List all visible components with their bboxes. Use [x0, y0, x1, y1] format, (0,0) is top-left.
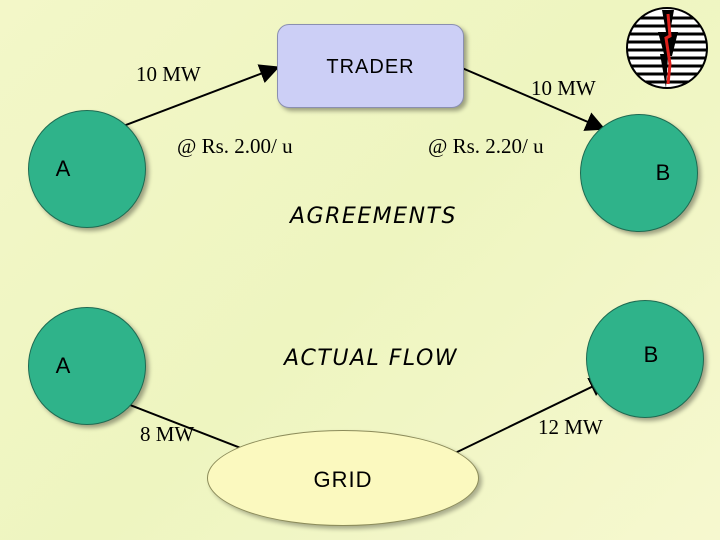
node-b-bottom: B: [586, 300, 704, 418]
actual-flow-title: ACTUAL FLOW: [284, 346, 459, 371]
a-to-trader-mw: 10 MW: [136, 62, 201, 86]
a-to-grid-mw: 8 MW: [140, 422, 195, 446]
node-a-bottom: A: [28, 307, 146, 425]
trader-box: TRADER: [277, 24, 464, 108]
node-a-bottom-label: A: [55, 353, 71, 378]
agreements-title: AGREEMENTS: [290, 204, 457, 229]
trader-label: TRADER: [326, 56, 415, 78]
arrow-a-to-trader: [117, 64, 280, 129]
trader-to-b-mw: 10 MW: [531, 76, 596, 100]
a-price: @ Rs. 2.00/ u: [177, 134, 293, 158]
node-a-top: A: [28, 110, 146, 228]
node-b-bottom-label: B: [643, 342, 659, 367]
grid-label: GRID: [313, 467, 373, 492]
power-utility-logo-icon: [626, 7, 708, 89]
grid-to-b-mw: 12 MW: [538, 415, 603, 439]
node-b-top-label: B: [655, 160, 671, 185]
b-price: @ Rs. 2.20/ u: [428, 134, 544, 158]
arrow-trader-to-b: [461, 67, 606, 131]
node-a-top-label: A: [55, 156, 71, 181]
node-b-top: B: [580, 114, 698, 232]
grid-ellipse: GRID: [207, 430, 479, 526]
